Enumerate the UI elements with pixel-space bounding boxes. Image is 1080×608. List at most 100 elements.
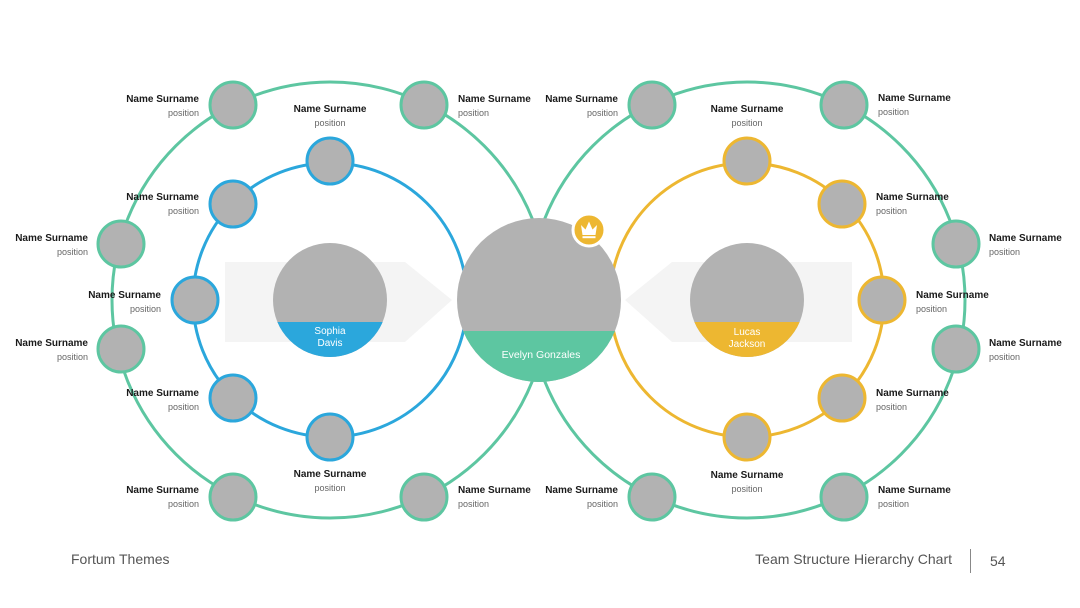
member-position: position bbox=[989, 352, 1020, 362]
member-name: Name Surname bbox=[878, 93, 951, 104]
left-leader-name-line1: Sophia bbox=[314, 326, 346, 337]
member-name: Name Surname bbox=[294, 104, 367, 115]
member-position: position bbox=[168, 499, 199, 509]
right-outer-member-2[interactable]: Name Surname position bbox=[819, 80, 951, 130]
member-name: Name Surname bbox=[545, 485, 618, 496]
left-inner-member-2[interactable]: Name Surname position bbox=[126, 179, 258, 229]
member-avatar bbox=[96, 219, 146, 269]
member-name: Name Surname bbox=[711, 104, 784, 115]
member-avatar bbox=[208, 80, 258, 130]
member-name: Name Surname bbox=[876, 192, 949, 203]
member-avatar bbox=[627, 80, 677, 130]
member-avatar bbox=[96, 324, 146, 374]
left-outer-member-6[interactable]: Name Surname position bbox=[399, 472, 531, 522]
crown-icon bbox=[581, 221, 597, 235]
member-avatar bbox=[399, 472, 449, 522]
right-inner-member-5[interactable]: Name Surname position bbox=[711, 412, 784, 494]
member-name: Name Surname bbox=[15, 338, 88, 349]
left-inner-member-5[interactable]: Name Surname position bbox=[294, 412, 367, 493]
right-leader-name-line2: Jackson bbox=[729, 339, 766, 350]
member-position: position bbox=[731, 118, 762, 128]
member-position: position bbox=[876, 402, 907, 412]
member-avatar bbox=[857, 275, 907, 325]
member-position: position bbox=[458, 499, 489, 509]
member-name: Name Surname bbox=[15, 233, 88, 244]
member-position: position bbox=[731, 484, 762, 494]
member-position: position bbox=[458, 108, 489, 118]
member-position: position bbox=[587, 108, 618, 118]
left-inner-member-1[interactable]: Name Surname position bbox=[294, 104, 367, 186]
member-name: Name Surname bbox=[876, 388, 949, 399]
left-leader[interactable]: Sophia Davis bbox=[270, 243, 390, 362]
member-position: position bbox=[916, 304, 947, 314]
member-position: position bbox=[57, 352, 88, 362]
right-outer-member-5[interactable]: Name Surname position bbox=[545, 472, 677, 522]
member-position: position bbox=[130, 304, 161, 314]
member-avatar bbox=[305, 136, 355, 186]
member-name: Name Surname bbox=[458, 485, 531, 496]
member-avatar bbox=[817, 179, 867, 229]
member-name: Name Surname bbox=[545, 94, 618, 105]
right-outer-member-3[interactable]: Name Surname position bbox=[931, 219, 1062, 269]
member-name: Name Surname bbox=[989, 233, 1062, 244]
member-avatar bbox=[931, 324, 981, 374]
crown-badge bbox=[571, 212, 607, 248]
left-outer-member-4[interactable]: Name Surname position bbox=[15, 324, 146, 374]
member-avatar bbox=[817, 373, 867, 423]
right-inner-member-4[interactable]: Name Surname position bbox=[817, 373, 949, 423]
member-position: position bbox=[314, 118, 345, 128]
center-leader[interactable]: Evelyn Gonzales bbox=[450, 218, 630, 391]
member-name: Name Surname bbox=[916, 290, 989, 301]
center-leader-name: Evelyn Gonzales bbox=[502, 349, 581, 361]
member-position: position bbox=[168, 402, 199, 412]
right-inner-member-1[interactable]: Name Surname position bbox=[711, 104, 784, 186]
member-avatar bbox=[722, 136, 772, 186]
footer-brand: Fortum Themes bbox=[71, 551, 170, 567]
member-avatar bbox=[722, 412, 772, 462]
member-name: Name Surname bbox=[294, 469, 367, 480]
member-position: position bbox=[876, 206, 907, 216]
member-name: Name Surname bbox=[711, 470, 784, 481]
member-avatar bbox=[819, 80, 869, 130]
member-position: position bbox=[989, 247, 1020, 257]
member-avatar bbox=[208, 179, 258, 229]
member-avatar bbox=[627, 472, 677, 522]
right-inner-member-3[interactable]: Name Surname position bbox=[857, 275, 989, 325]
member-avatar bbox=[931, 219, 981, 269]
member-avatar bbox=[208, 373, 258, 423]
member-avatar bbox=[399, 80, 449, 130]
member-name: Name Surname bbox=[989, 338, 1062, 349]
member-position: position bbox=[168, 108, 199, 118]
member-avatar bbox=[305, 412, 355, 462]
right-outer-member-6[interactable]: Name Surname position bbox=[819, 472, 951, 522]
footer-title: Team Structure Hierarchy Chart bbox=[755, 551, 952, 567]
member-position: position bbox=[587, 499, 618, 509]
page-number: 54 bbox=[990, 553, 1006, 569]
member-name: Name Surname bbox=[458, 94, 531, 105]
member-name: Name Surname bbox=[126, 192, 199, 203]
footer-divider bbox=[970, 549, 971, 573]
member-position: position bbox=[878, 107, 909, 117]
member-position: position bbox=[878, 499, 909, 509]
member-avatar bbox=[208, 472, 258, 522]
right-outer-member-1[interactable]: Name Surname position bbox=[545, 80, 677, 130]
member-name: Name Surname bbox=[878, 485, 951, 496]
left-leader-name-line2: Davis bbox=[317, 338, 342, 349]
right-inner-member-2[interactable]: Name Surname position bbox=[817, 179, 949, 229]
right-outer-member-4[interactable]: Name Surname position bbox=[931, 324, 1062, 374]
member-avatar bbox=[819, 472, 869, 522]
member-position: position bbox=[168, 206, 199, 216]
right-leader[interactable]: Lucas Jackson bbox=[687, 243, 807, 362]
member-position: position bbox=[314, 483, 345, 493]
left-outer-member-2[interactable]: Name Surname position bbox=[399, 80, 531, 130]
